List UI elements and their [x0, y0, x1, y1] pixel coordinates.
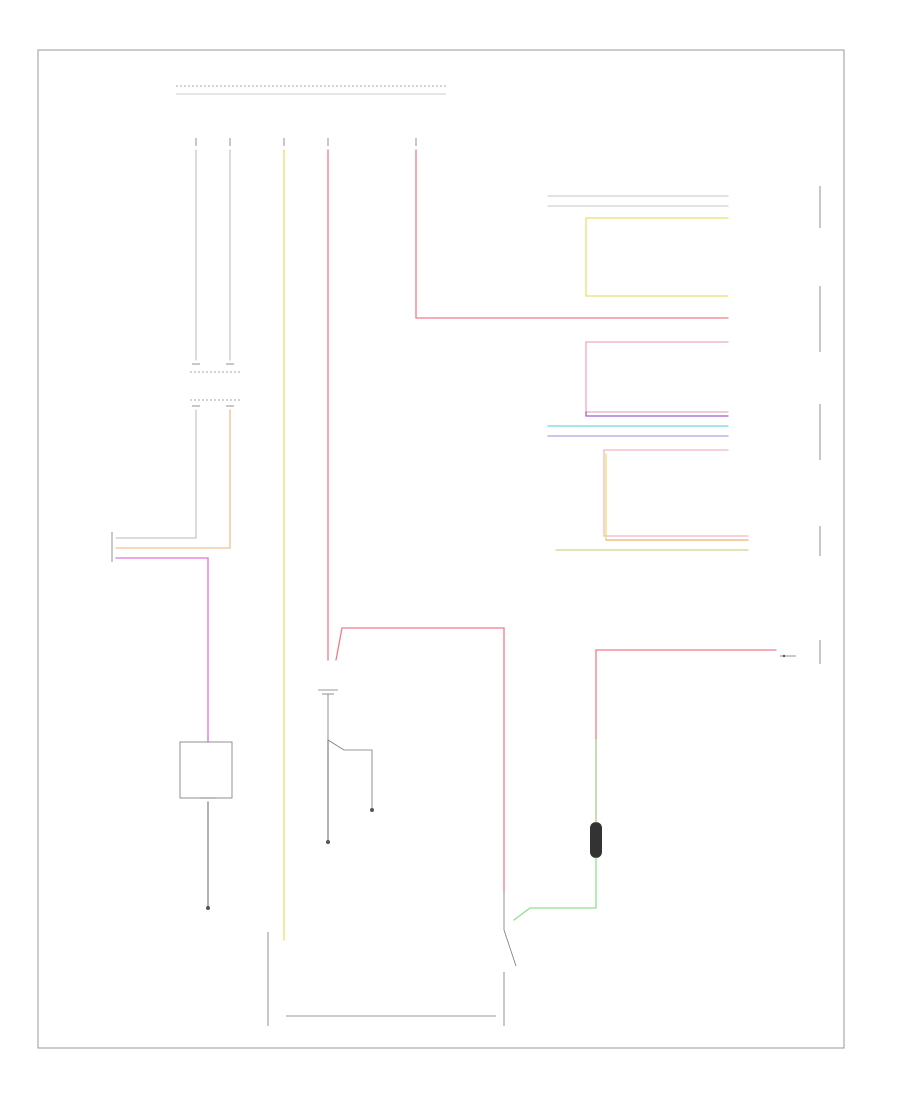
sensor [370, 808, 374, 812]
wire-rg4-3 [603, 449, 749, 537]
wire-purple [585, 411, 729, 417]
wire-orange-left [115, 409, 231, 549]
top-pin-ticks [195, 138, 417, 146]
wire-green-fusible [513, 857, 597, 921]
fusible-link [590, 822, 602, 858]
battery-ground [326, 840, 330, 844]
wire-red-right [415, 149, 729, 319]
wire-red-loop [335, 627, 505, 893]
starter-relay [780, 654, 796, 658]
diode [179, 741, 233, 799]
wire-starter-relay [595, 649, 777, 823]
wire-rg1-3 [585, 217, 729, 297]
mid-connector [190, 363, 240, 407]
battery [318, 689, 373, 808]
diagram-frame [37, 49, 845, 1049]
wire-pink-loop [585, 341, 729, 413]
starter [503, 892, 517, 1026]
wire-magenta-left [115, 557, 209, 743]
wire-gray-1b [115, 409, 197, 539]
ground [206, 906, 210, 910]
